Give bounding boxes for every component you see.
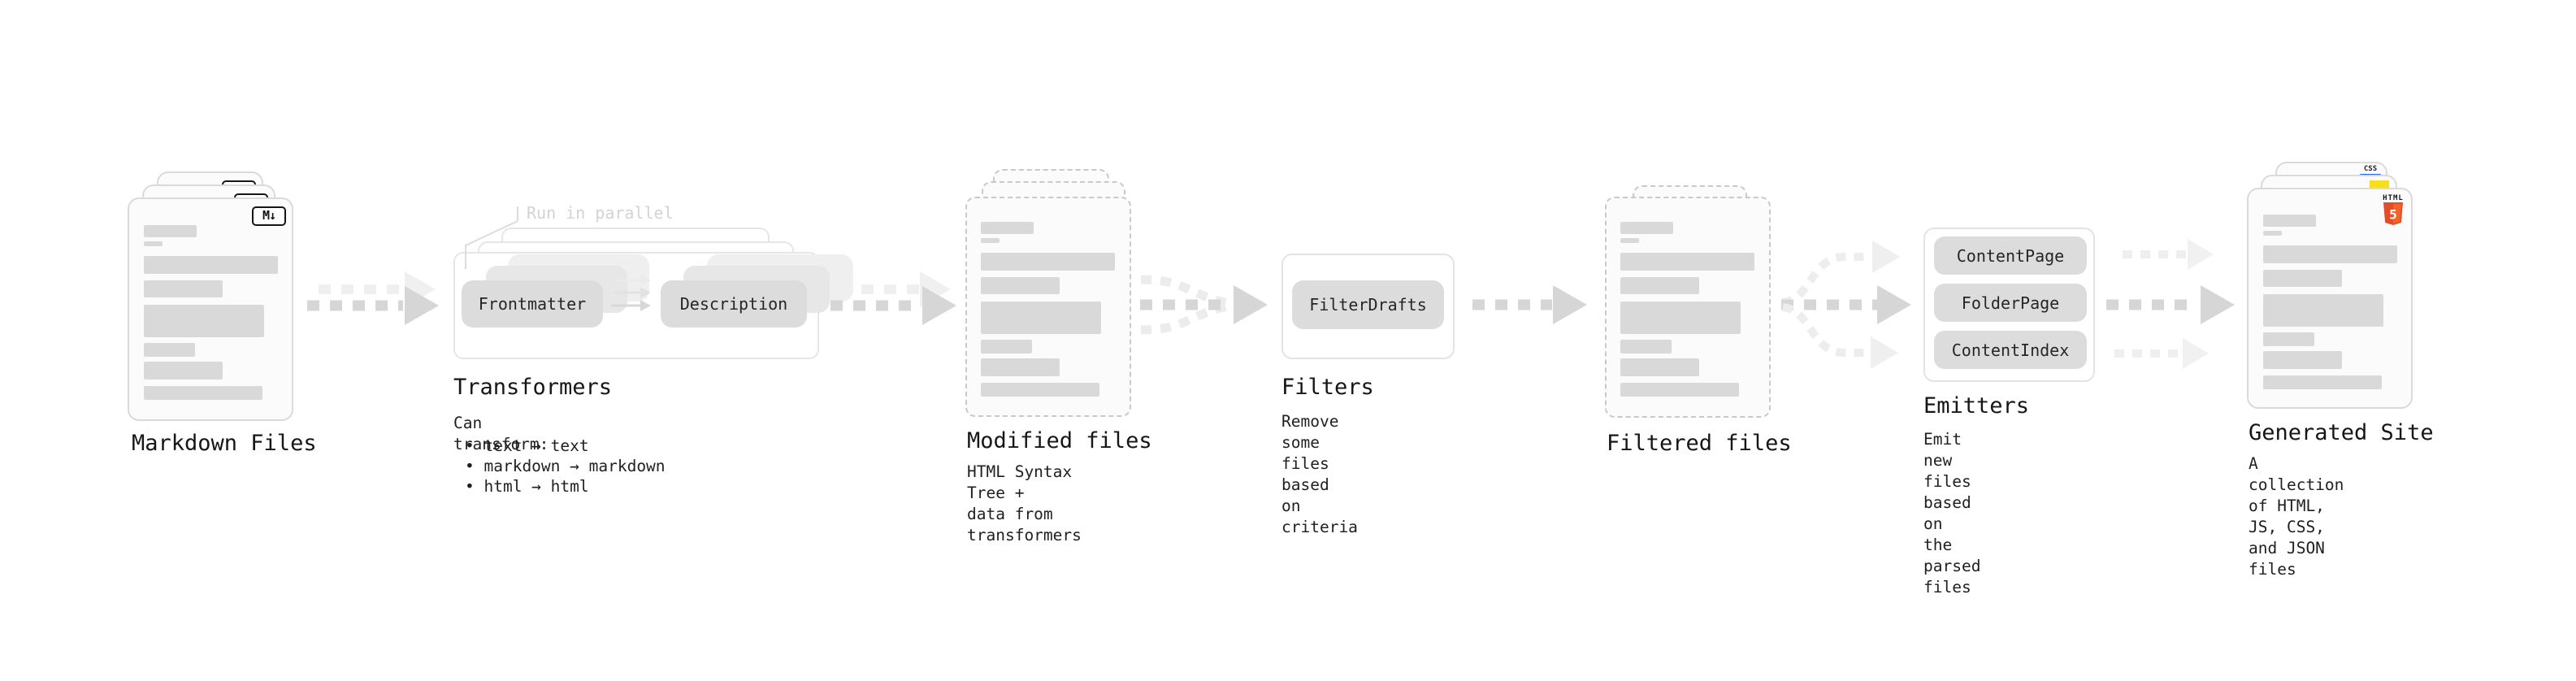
svg-text:5: 5 <box>2389 207 2397 223</box>
arrow-markdown-to-transformers <box>307 271 439 325</box>
generated-site-description: A collection of HTML, JS, CSS, and JSON … <box>2249 454 2344 579</box>
html5-label: HTML <box>2383 194 2404 202</box>
arrow-modified-to-filters <box>1140 275 1268 335</box>
bullet-item: • markdown → markdown <box>465 457 666 475</box>
generated-file-card-front: HTML 5 <box>2247 188 2413 409</box>
stage-title-emitters: Emitters <box>1923 393 2030 419</box>
stage-title-modified-files: Modified files <box>967 428 1152 453</box>
modified-files-description: HTML Syntax Tree + data from transformer… <box>967 462 1082 544</box>
css-badge-label: CSS <box>2363 165 2378 173</box>
stage-title-markdown-files: Markdown Files <box>132 431 317 456</box>
bullet-item: • text → text <box>465 436 589 455</box>
html5-shield: 5 <box>2383 202 2403 225</box>
markdown-icon: M↓ <box>252 206 286 226</box>
bullet-item: • html → html <box>465 477 589 496</box>
filterdrafts-pill: FilterDrafts <box>1292 280 1444 329</box>
contentindex-pill: ContentIndex <box>1934 331 2087 369</box>
transformers-heading: Can transform: <box>453 414 549 453</box>
frontmatter-pill: Frontmatter <box>462 280 603 327</box>
arrow-filters-to-filtered <box>1472 285 1587 324</box>
filtered-file-card-front <box>1605 197 1771 418</box>
stage-title-filtered-files: Filtered files <box>1607 431 1792 456</box>
html5-icon: HTML 5 <box>2382 194 2405 228</box>
emitters-description: Emit new files based on the parsed files <box>1923 430 1981 596</box>
arrow-filtered-to-emitters <box>1781 241 1911 369</box>
contentpage-pill: ContentPage <box>1934 236 2087 275</box>
stage-title-generated-site: Generated Site <box>2249 420 2434 445</box>
description-pill: Description <box>661 280 807 327</box>
markdown-file-card-front: M↓ <box>128 197 293 421</box>
modified-file-card-front <box>965 197 1131 417</box>
stage-title-filters: Filters <box>1281 375 1374 400</box>
filters-description: Remove some files based on criteria <box>1281 412 1358 536</box>
folderpage-pill: FolderPage <box>1934 284 2087 322</box>
transformers-bullets: • text → text • markdown → markdown • ht… <box>465 436 666 497</box>
arrow-emitters-to-generated <box>2106 239 2235 369</box>
run-in-parallel-note: Run in parallel <box>527 203 674 223</box>
stage-title-transformers: Transformers <box>453 375 613 400</box>
